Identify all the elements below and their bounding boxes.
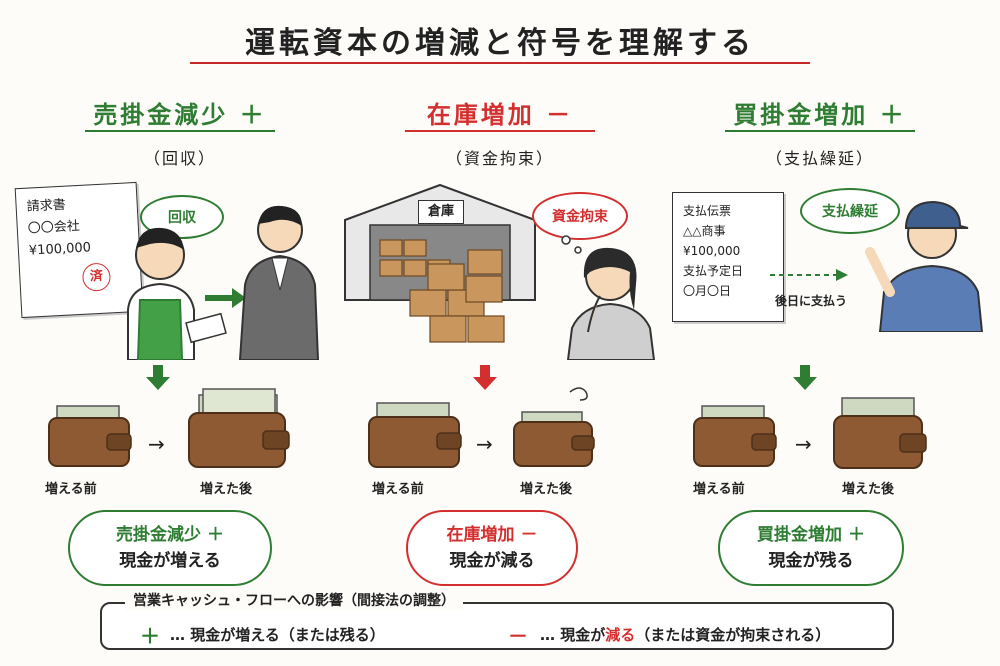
wallet-before-icon xyxy=(48,405,132,467)
column3-result-cloud: 買掛金増加 ＋ 現金が残る xyxy=(718,510,904,586)
slip-line: △△商事 xyxy=(683,224,726,238)
slip-line: 支払予定日 xyxy=(683,264,744,278)
column2-subheading: （資金拘束） xyxy=(445,149,554,168)
worried-woman-illustration xyxy=(561,235,656,360)
legend-plus-text: … 現金が増える（または残る） xyxy=(170,626,385,644)
paid-stamp: 済 xyxy=(81,262,112,292)
column2-heading: 在庫増加 － xyxy=(426,101,574,129)
warehouse-sign: 倉庫 xyxy=(418,200,464,224)
column3-down-arrow xyxy=(793,365,817,390)
result-line2: 現金が残る xyxy=(768,551,854,571)
column2-underline xyxy=(405,130,595,132)
column1-underline xyxy=(85,130,275,132)
column1-subheading: （回収） xyxy=(143,149,216,168)
wallet-before-icon xyxy=(693,405,777,467)
slip-line: ¥100,000 xyxy=(683,244,741,258)
column3-underline xyxy=(725,130,915,132)
page-title: 運転資本の増減と符号を理解する xyxy=(245,26,755,61)
result-line1: 買掛金増加 ＋ xyxy=(757,525,865,545)
slip-line: 〇月〇日 xyxy=(683,284,732,298)
column2-down-arrow xyxy=(473,365,497,390)
wallet-after-label: 増えた後 xyxy=(520,482,573,497)
legend-minus-text-c: （または資金が拘束される） xyxy=(635,626,831,644)
column2-result-cloud: 在庫増加 － 現金が減る xyxy=(406,510,578,586)
column1-heading: 売掛金減少 ＋ xyxy=(93,101,267,129)
result-line2: 現金が増える xyxy=(119,551,221,571)
wallet-after-label: 増えた後 xyxy=(200,482,253,497)
title-underline xyxy=(190,62,810,64)
wallet-before-icon xyxy=(368,402,462,468)
legend-title: 営業キャッシュ・フローへの影響（間接法の調整） xyxy=(125,590,463,610)
wallet-after-icon xyxy=(833,397,927,469)
result-line2: 現金が減る xyxy=(449,551,535,571)
legend-minus-emphasis: 減る xyxy=(605,626,636,644)
wallet-before-label: 増える前 xyxy=(45,482,97,497)
wallet-before-label: 増える前 xyxy=(693,482,745,497)
legend-box xyxy=(100,602,894,650)
legend-minus-text-a: … 現金が xyxy=(540,626,606,644)
wallet-after-icon xyxy=(188,388,290,468)
result-line1: 在庫増加 － xyxy=(446,525,538,545)
legend-plus-symbol: ＋ xyxy=(140,624,160,648)
dashed-arrow xyxy=(770,269,848,281)
worker-illustration xyxy=(865,200,984,332)
payment-slip-document: 支払伝票 △△商事 ¥100,000 支払予定日 〇月〇日 xyxy=(672,192,784,322)
wallet-after-label: 増えた後 xyxy=(842,482,895,497)
wallet-after-icon xyxy=(513,387,595,467)
column2-thought-bubble: 資金拘束 xyxy=(532,192,628,240)
slip-line: 支払伝票 xyxy=(683,204,732,218)
collection-illustration xyxy=(127,205,320,360)
wallet-before-label: 増える前 xyxy=(372,482,424,497)
legend-minus-text: … 現金が減る（または資金が拘束される） xyxy=(540,624,830,645)
column3-speech-bubble: 支払繰延 xyxy=(800,188,900,234)
column1-down-arrow xyxy=(146,365,170,390)
wallet-arrow: → xyxy=(148,432,165,456)
warehouse-illustration xyxy=(344,183,536,343)
column3-heading: 買掛金増加 ＋ xyxy=(733,101,907,129)
column1-result-cloud: 売掛金減少 ＋ 現金が増える xyxy=(68,510,272,586)
result-line1: 売掛金減少 ＋ xyxy=(116,525,224,545)
pay-later-caption: 後日に支払う xyxy=(775,294,848,308)
legend-minus-symbol: － xyxy=(508,624,528,648)
wallet-arrow: → xyxy=(476,432,493,456)
column3-subheading: （支払繰延） xyxy=(765,149,874,168)
wallet-arrow: → xyxy=(795,432,812,456)
